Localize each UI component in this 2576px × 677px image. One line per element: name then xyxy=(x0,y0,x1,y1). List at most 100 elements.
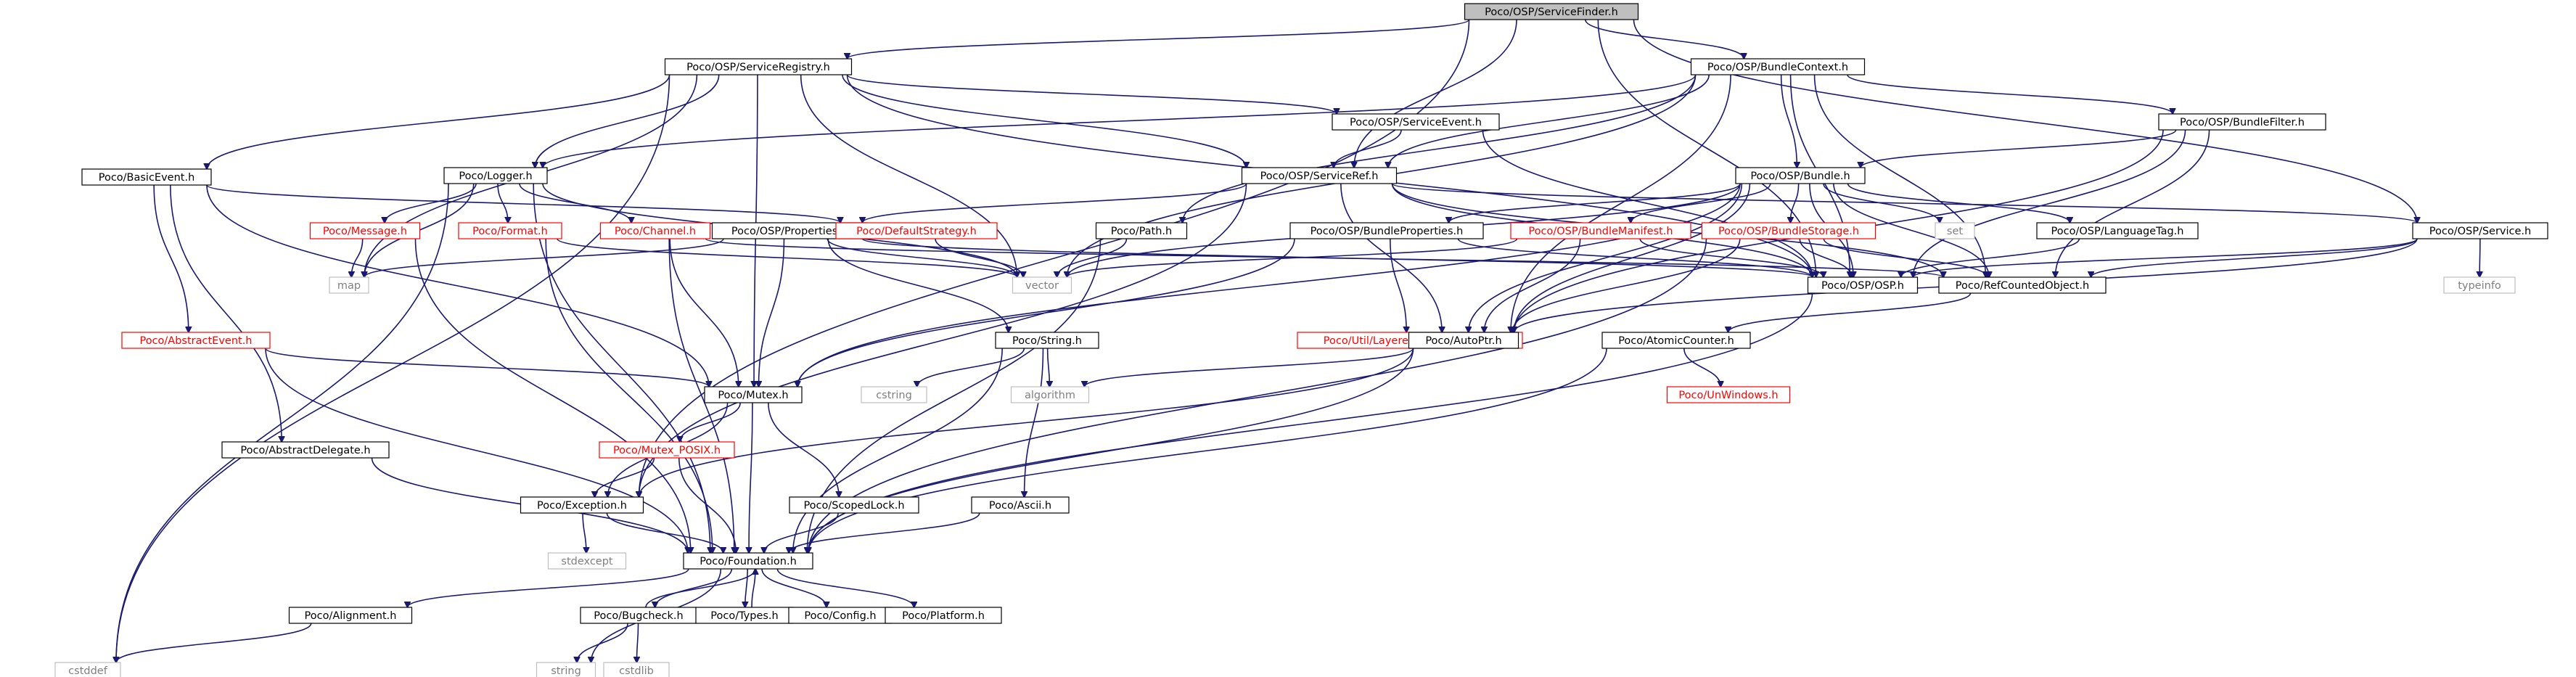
node-BundleManifest[interactable]: Poco/OSP/BundleManifest.h xyxy=(1510,222,1691,239)
node-DefaultStrategy[interactable]: Poco/DefaultStrategy.h xyxy=(835,222,998,239)
node-BundleContext[interactable]: Poco/OSP/BundleContext.h xyxy=(1690,58,1866,75)
edge-ServiceRegistry-to-cstddefH xyxy=(116,74,670,662)
node-algorithmH[interactable]: algorithm xyxy=(1010,386,1090,403)
node-ServiceH[interactable]: Poco/OSP/Service.h xyxy=(2412,222,2548,239)
node-typeinfoH[interactable]: typeinfo xyxy=(2443,276,2516,294)
edge-Bundle-to-BundleProperties xyxy=(1449,183,1741,223)
node-label: Poco/String.h xyxy=(1012,335,1082,347)
node-Logger[interactable]: Poco/Logger.h xyxy=(443,167,548,184)
node-Channel[interactable]: Poco/Channel.h xyxy=(599,222,711,239)
node-BasicEvent[interactable]: Poco/BasicEvent.h xyxy=(81,168,212,186)
node-TypesH[interactable]: Poco/Types.h xyxy=(695,607,794,624)
edge-BundleStorage-to-AutoPtr xyxy=(1512,238,1741,332)
node-OSPH[interactable]: Poco/OSP/OSP.h xyxy=(1807,276,1919,294)
node-box xyxy=(458,222,562,239)
node-stdexceptH[interactable]: stdexcept xyxy=(547,552,627,570)
node-label: Poco/OSP/BundleContext.h xyxy=(1707,62,1848,73)
node-ServiceEvent[interactable]: Poco/OSP/ServiceEvent.h xyxy=(1332,113,1500,131)
node-Bundle[interactable]: Poco/OSP/Bundle.h xyxy=(1735,167,1866,184)
node-AbstractEvent[interactable]: Poco/AbstractEvent.h xyxy=(121,332,271,349)
node-BugcheckH[interactable]: Poco/Bugcheck.h xyxy=(580,607,697,624)
node-Message[interactable]: Poco/Message.h xyxy=(309,222,421,239)
node-box xyxy=(1289,222,1484,239)
node-box xyxy=(885,607,1002,624)
node-box xyxy=(599,441,735,459)
edge-Logger-to-Format xyxy=(497,183,508,223)
node-box xyxy=(995,332,1099,349)
edge-AsciiH-to-FoundationH xyxy=(789,512,980,553)
node-cstdlibH[interactable]: cstdlib xyxy=(603,662,670,677)
edge-ExceptionH-to-FoundationH xyxy=(606,512,723,553)
edge-ServiceFinder-to-BundleContext xyxy=(1585,19,1744,59)
edge-BundleFilter-to-RefCountedObject xyxy=(2055,129,2210,277)
node-AutoPtr[interactable]: Poco/AutoPtr.h xyxy=(1408,332,1519,349)
edge-StringH-to-AsciiH xyxy=(1025,348,1044,497)
node-label: Poco/Platform.h xyxy=(902,610,985,622)
node-box xyxy=(1332,113,1500,131)
node-cstddefH[interactable]: cstddef xyxy=(54,662,121,677)
node-ServiceRef[interactable]: Poco/OSP/ServiceRef.h xyxy=(1241,167,1398,184)
node-MutexPOSIX[interactable]: Poco/Mutex_POSIX.h xyxy=(599,441,735,459)
edge-BasicEvent-to-AbstractDelegate xyxy=(170,184,282,442)
node-label: Poco/OSP/Service.h xyxy=(2429,226,2531,237)
node-AtomicCounter[interactable]: Poco/AtomicCounter.h xyxy=(1601,332,1751,349)
edge-Channel-to-FoundationH xyxy=(668,238,734,553)
node-label: Poco/OSP/Properties.h xyxy=(731,226,848,237)
node-ServiceFinder[interactable]: Poco/OSP/ServiceFinder.h xyxy=(1464,3,1639,20)
node-AbstractDelegate[interactable]: Poco/AbstractDelegate.h xyxy=(221,441,390,459)
node-box xyxy=(121,332,271,349)
node-PathH[interactable]: Poco/Path.h xyxy=(1095,222,1188,239)
edge-BundleProperties-to-OSPH xyxy=(1457,238,1812,277)
node-label: Poco/Ascii.h xyxy=(989,500,1051,512)
edge-Bundle-to-RefCountedObject xyxy=(1833,183,1989,277)
node-label: Poco/Foundation.h xyxy=(700,556,797,567)
node-label: Poco/Format.h xyxy=(472,226,548,237)
node-BundleFilter[interactable]: Poco/OSP/BundleFilter.h xyxy=(2158,113,2326,131)
node-Format[interactable]: Poco/Format.h xyxy=(458,222,562,239)
node-StringH[interactable]: Poco/String.h xyxy=(995,332,1099,349)
node-PlatformH[interactable]: Poco/Platform.h xyxy=(885,607,1002,624)
edge-ServiceFinder-to-ServiceH xyxy=(1633,19,2418,223)
edge-AtomicCounter-to-FoundationH xyxy=(808,348,1607,553)
node-box xyxy=(1510,222,1691,239)
node-BundleProperties[interactable]: Poco/OSP/BundleProperties.h xyxy=(1289,222,1484,239)
node-stringH[interactable]: string xyxy=(536,662,596,677)
node-LanguageTag[interactable]: Poco/OSP/LanguageTag.h xyxy=(2036,222,2199,239)
edge-BundleContext-to-Bundle xyxy=(1780,74,1797,168)
edge-RefCountedObject-to-AtomicCounter xyxy=(1728,292,1972,332)
node-box xyxy=(1010,386,1090,403)
node-label: cstddef xyxy=(68,665,108,677)
node-setH[interactable]: set xyxy=(1935,222,1975,239)
node-ConfigH[interactable]: Poco/Config.h xyxy=(788,607,893,624)
node-label: Poco/Bugcheck.h xyxy=(594,610,683,622)
edge-ServiceH-to-typeinfoH xyxy=(2479,238,2480,277)
node-AsciiH[interactable]: Poco/Ascii.h xyxy=(971,496,1070,514)
node-ScopedLock[interactable]: Poco/ScopedLock.h xyxy=(789,496,919,514)
edge-BasicEvent-to-MutexH xyxy=(206,184,709,387)
node-box xyxy=(1012,276,1072,294)
node-box xyxy=(221,441,390,459)
node-mapH[interactable]: map xyxy=(329,276,369,294)
edge-ScopedLock-to-FoundationH xyxy=(764,512,839,553)
node-BundleStorage[interactable]: Poco/OSP/BundleStorage.h xyxy=(1701,222,1876,239)
edge-ServiceH-to-OSPH xyxy=(1913,238,2418,277)
node-RefCountedObject[interactable]: Poco/RefCountedObject.h xyxy=(1938,276,2107,294)
edge-MutexH-to-MutexPOSIX xyxy=(680,402,741,442)
edge-FoundationH-to-PlatformH xyxy=(776,568,914,607)
edge-Properties-to-MutexH xyxy=(759,238,785,387)
node-FoundationH[interactable]: Poco/Foundation.h xyxy=(683,552,813,570)
node-label: Poco/AbstractDelegate.h xyxy=(240,445,370,456)
node-cstringH[interactable]: cstring xyxy=(861,386,927,403)
node-ServiceRegistry[interactable]: Poco/OSP/ServiceRegistry.h xyxy=(664,58,853,75)
node-label: Poco/AbstractEvent.h xyxy=(139,335,252,347)
node-vectorH[interactable]: vector xyxy=(1012,276,1072,294)
node-box xyxy=(520,496,644,514)
node-UnWindows[interactable]: Poco/UnWindows.h xyxy=(1666,386,1791,403)
node-MutexH[interactable]: Poco/Mutex.h xyxy=(704,386,803,403)
edge-BasicEvent-to-AbstractEvent xyxy=(153,184,189,332)
node-AlignmentH[interactable]: Poco/Alignment.h xyxy=(288,607,413,624)
node-Properties[interactable]: Poco/OSP/Properties.h xyxy=(711,222,868,239)
node-label: Poco/Message.h xyxy=(323,226,407,237)
node-ExceptionH[interactable]: Poco/Exception.h xyxy=(520,496,644,514)
edge-ServiceFinder-to-ExceptionH xyxy=(639,19,1470,497)
